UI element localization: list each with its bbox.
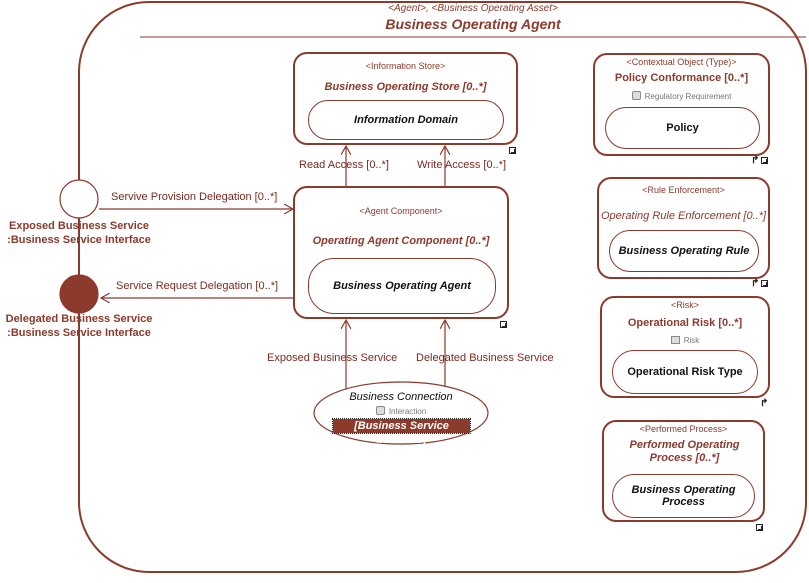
agent-component-expand-icon[interactable] bbox=[500, 321, 507, 328]
delegated-port-label-1: Delegated Business Service bbox=[5, 313, 153, 325]
process-title: Performed Operating Process [0..*] bbox=[629, 439, 740, 464]
policy-navigate-icon[interactable]: ↱ bbox=[751, 155, 760, 166]
risk-title: Operational Risk [0..*] bbox=[627, 317, 743, 329]
exposed-service-port[interactable] bbox=[59, 179, 99, 219]
policy-expand-icon[interactable] bbox=[761, 157, 768, 164]
write-access-label: Write Access [0..*] bbox=[417, 159, 507, 171]
business-operating-rule-box[interactable]: Business Operating Rule bbox=[609, 230, 759, 272]
policy-conformance-box[interactable]: <Contextual Object (Type)> Policy Confor… bbox=[593, 53, 770, 156]
information-store-box[interactable]: <Information Store> Business Operating S… bbox=[293, 52, 518, 145]
agent-component-stereotype: <Agent Component> bbox=[359, 206, 443, 216]
exposed-port-label-1: Exposed Business Service bbox=[8, 220, 149, 232]
rule-navigate-icon[interactable]: ↱ bbox=[751, 278, 760, 289]
connection-subtype-row: Interaction bbox=[314, 406, 488, 416]
connection-subtype: Interaction bbox=[388, 407, 427, 416]
risk-navigate-icon[interactable]: ↱ bbox=[760, 398, 769, 409]
read-access-label: Read Access [0..*] bbox=[299, 159, 389, 171]
process-expand-icon[interactable] bbox=[756, 524, 763, 531]
regulatory-requirement-icon bbox=[631, 91, 641, 100]
process-stereotype: <Performed Process> bbox=[639, 424, 728, 434]
delegated-service-label: Delegated Business Service bbox=[416, 352, 554, 364]
policy-subtype: Regulatory Requirement bbox=[644, 92, 732, 101]
delegated-port-label-2: :Business Service Interface bbox=[7, 327, 151, 339]
policy-stereotype: <Contextual Object (Type)> bbox=[626, 57, 737, 67]
business-operating-agent-box[interactable]: Business Operating Agent bbox=[308, 258, 496, 314]
rule-expand-icon[interactable] bbox=[761, 280, 768, 287]
policy-inner-box[interactable]: Policy bbox=[605, 107, 760, 149]
request-delegation-label: Service Request Delegation [0..*] bbox=[116, 280, 279, 292]
outer-stereotype: <Agent>, <Business Operating Asset> bbox=[388, 3, 558, 14]
outer-title: Business Operating Agent bbox=[385, 16, 561, 32]
agent-component-box[interactable]: <Agent Component> Operating Agent Compon… bbox=[293, 186, 509, 319]
delegated-service-port[interactable] bbox=[59, 274, 99, 314]
connection-type-label[interactable]: [Business Service Interface] bbox=[332, 418, 471, 446]
operational-risk-box[interactable]: <Risk> Operational Risk [0..*] Risk Oper… bbox=[600, 296, 770, 398]
policy-subtype-row: Regulatory Requirement bbox=[595, 91, 768, 101]
rule-enforcement-box[interactable]: <Rule Enforcement> Operating Rule Enforc… bbox=[597, 177, 770, 279]
info-store-stereotype: <Information Store> bbox=[365, 61, 446, 71]
business-operating-process-box[interactable]: Business Operating Process bbox=[612, 474, 755, 518]
risk-icon bbox=[670, 336, 680, 344]
provision-delegation-label: Servive Provision Delegation [0..*] bbox=[111, 191, 278, 203]
risk-subtype: Risk bbox=[683, 336, 700, 345]
risk-stereotype: <Risk> bbox=[670, 300, 699, 310]
rule-stereotype: <Rule Enforcement> bbox=[642, 185, 725, 195]
interaction-icon bbox=[375, 406, 385, 415]
agent-component-title: Operating Agent Component [0..*] bbox=[312, 235, 490, 247]
performed-process-box[interactable]: <Performed Process> Performed Operating … bbox=[602, 420, 765, 522]
rule-title: Operating Rule Enforcement [0..*] bbox=[600, 210, 767, 222]
information-domain-box[interactable]: Information Domain bbox=[308, 100, 504, 140]
connection-title: Business Connection bbox=[349, 391, 453, 403]
exposed-port-label-2: :Business Service Interface bbox=[7, 234, 151, 246]
operational-risk-type-box[interactable]: Operational Risk Type bbox=[612, 350, 758, 394]
policy-title: Policy Conformance [0..*] bbox=[614, 72, 749, 84]
risk-subtype-row: Risk bbox=[602, 336, 768, 345]
info-store-title: Business Operating Store [0..*] bbox=[324, 81, 487, 93]
info-store-expand-icon[interactable] bbox=[509, 147, 516, 154]
exposed-service-label: Exposed Business Service bbox=[267, 352, 398, 364]
